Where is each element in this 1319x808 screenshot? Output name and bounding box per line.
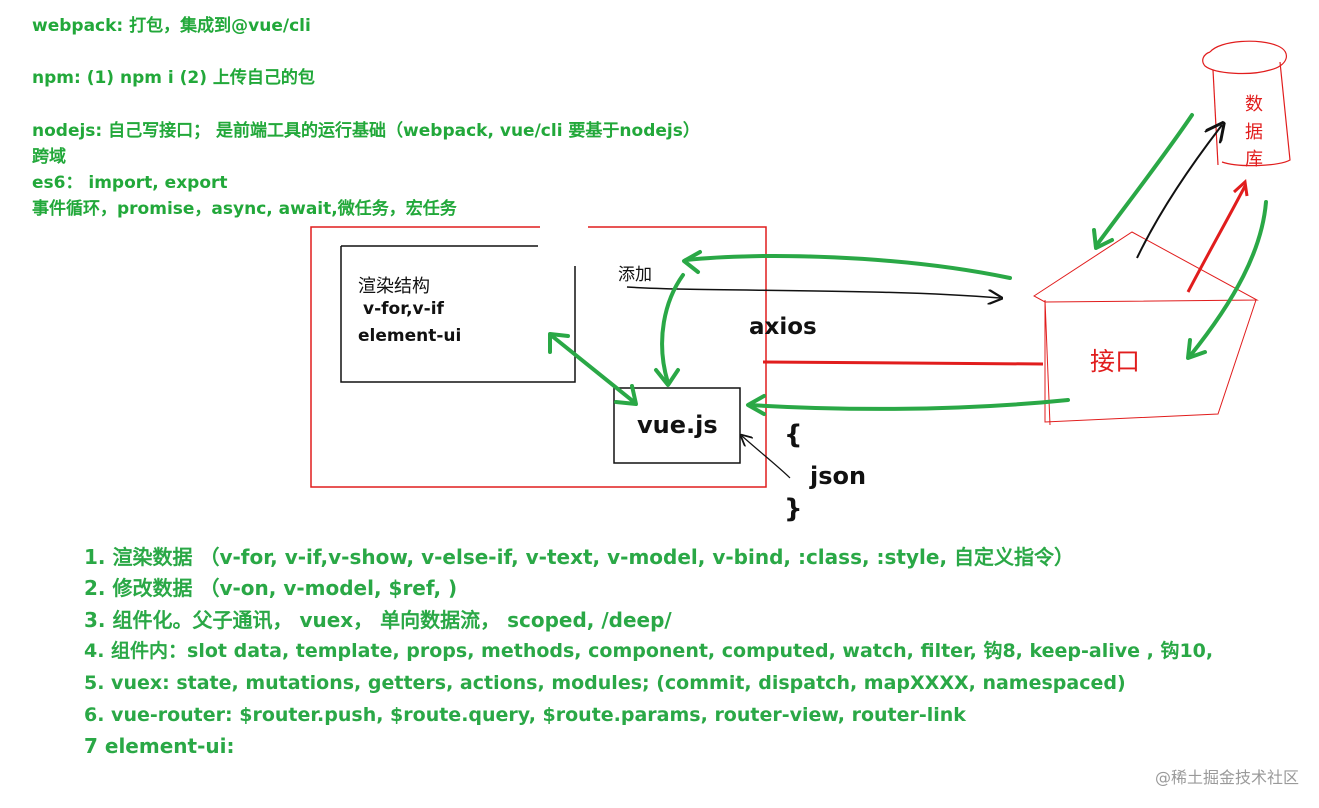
note-event-loop: 事件循环，promise，async, await,微任务，宏任务 — [32, 199, 457, 219]
render-box-line-1: 渲染结构 — [358, 276, 430, 297]
db-char-3: 库 — [1245, 149, 1263, 170]
interface-box — [1033, 231, 1259, 426]
db-right-green-arrow — [1188, 200, 1268, 358]
interface-to-db-arrow — [1136, 125, 1222, 259]
interface-label: 接口 — [1090, 347, 1141, 376]
note-nodejs: nodejs: 自己写接口； 是前端工具的运行基础（webpack, vue/c… — [32, 121, 700, 141]
note-npm: npm: (1) npm i (2) 上传自己的包 — [32, 68, 315, 88]
summary-item-2: 2. 修改数据 （v-on, v-model, $ref, ) — [84, 576, 458, 600]
add-to-vue-arrow — [660, 273, 685, 385]
add-label: 添加 — [618, 265, 652, 285]
note-cors: 跨域 — [32, 147, 66, 167]
summary-item-5: 5. vuex: state, mutations, getters, acti… — [84, 672, 1126, 694]
database-cylinder — [1202, 40, 1291, 167]
db-to-interface-green-arrow — [1094, 113, 1194, 248]
json-label: json — [810, 462, 867, 490]
axios-label: axios — [749, 314, 817, 340]
interface-to-add-arrow — [684, 253, 1012, 280]
add-request-arrow — [626, 286, 1000, 298]
render-box-line-3: element-ui — [358, 326, 462, 346]
render-box — [340, 245, 576, 383]
summary-item-6: 6. vue-router: $router.push, $route.quer… — [84, 704, 966, 726]
note-es6: es6： import, export — [32, 173, 228, 193]
json-open-brace: { — [784, 420, 803, 450]
response-to-vue-arrow — [748, 398, 1070, 411]
json-close-brace: } — [784, 494, 803, 524]
vue-label: vue.js — [637, 411, 718, 439]
axios-line — [762, 360, 1044, 366]
summary-item-7: 7 element-ui: — [84, 734, 235, 758]
note-webpack: webpack: 打包，集成到@vue/cli — [32, 16, 311, 36]
json-to-vue-arrow — [742, 436, 791, 479]
summary-item-4: 4. 组件内：slot data, template, props, metho… — [84, 640, 1214, 662]
db-char-2: 据 — [1245, 122, 1263, 143]
render-box-line-2: v-for,v-if — [363, 299, 444, 319]
db-to-interface-arrow — [1186, 185, 1247, 293]
db-char-1: 数 — [1245, 94, 1263, 115]
summary-item-3: 3. 组件化。父子通讯， vuex， 单向数据流， scoped, /deep/ — [84, 608, 672, 632]
render-vue-double-arrow — [550, 334, 636, 404]
frontend-frame — [310, 226, 767, 488]
watermark: @稀土掘金技术社区 — [1154, 768, 1299, 787]
summary-item-1: 1. 渲染数据 （v-for, v-if,v-show, v-else-if, … — [84, 545, 1075, 569]
